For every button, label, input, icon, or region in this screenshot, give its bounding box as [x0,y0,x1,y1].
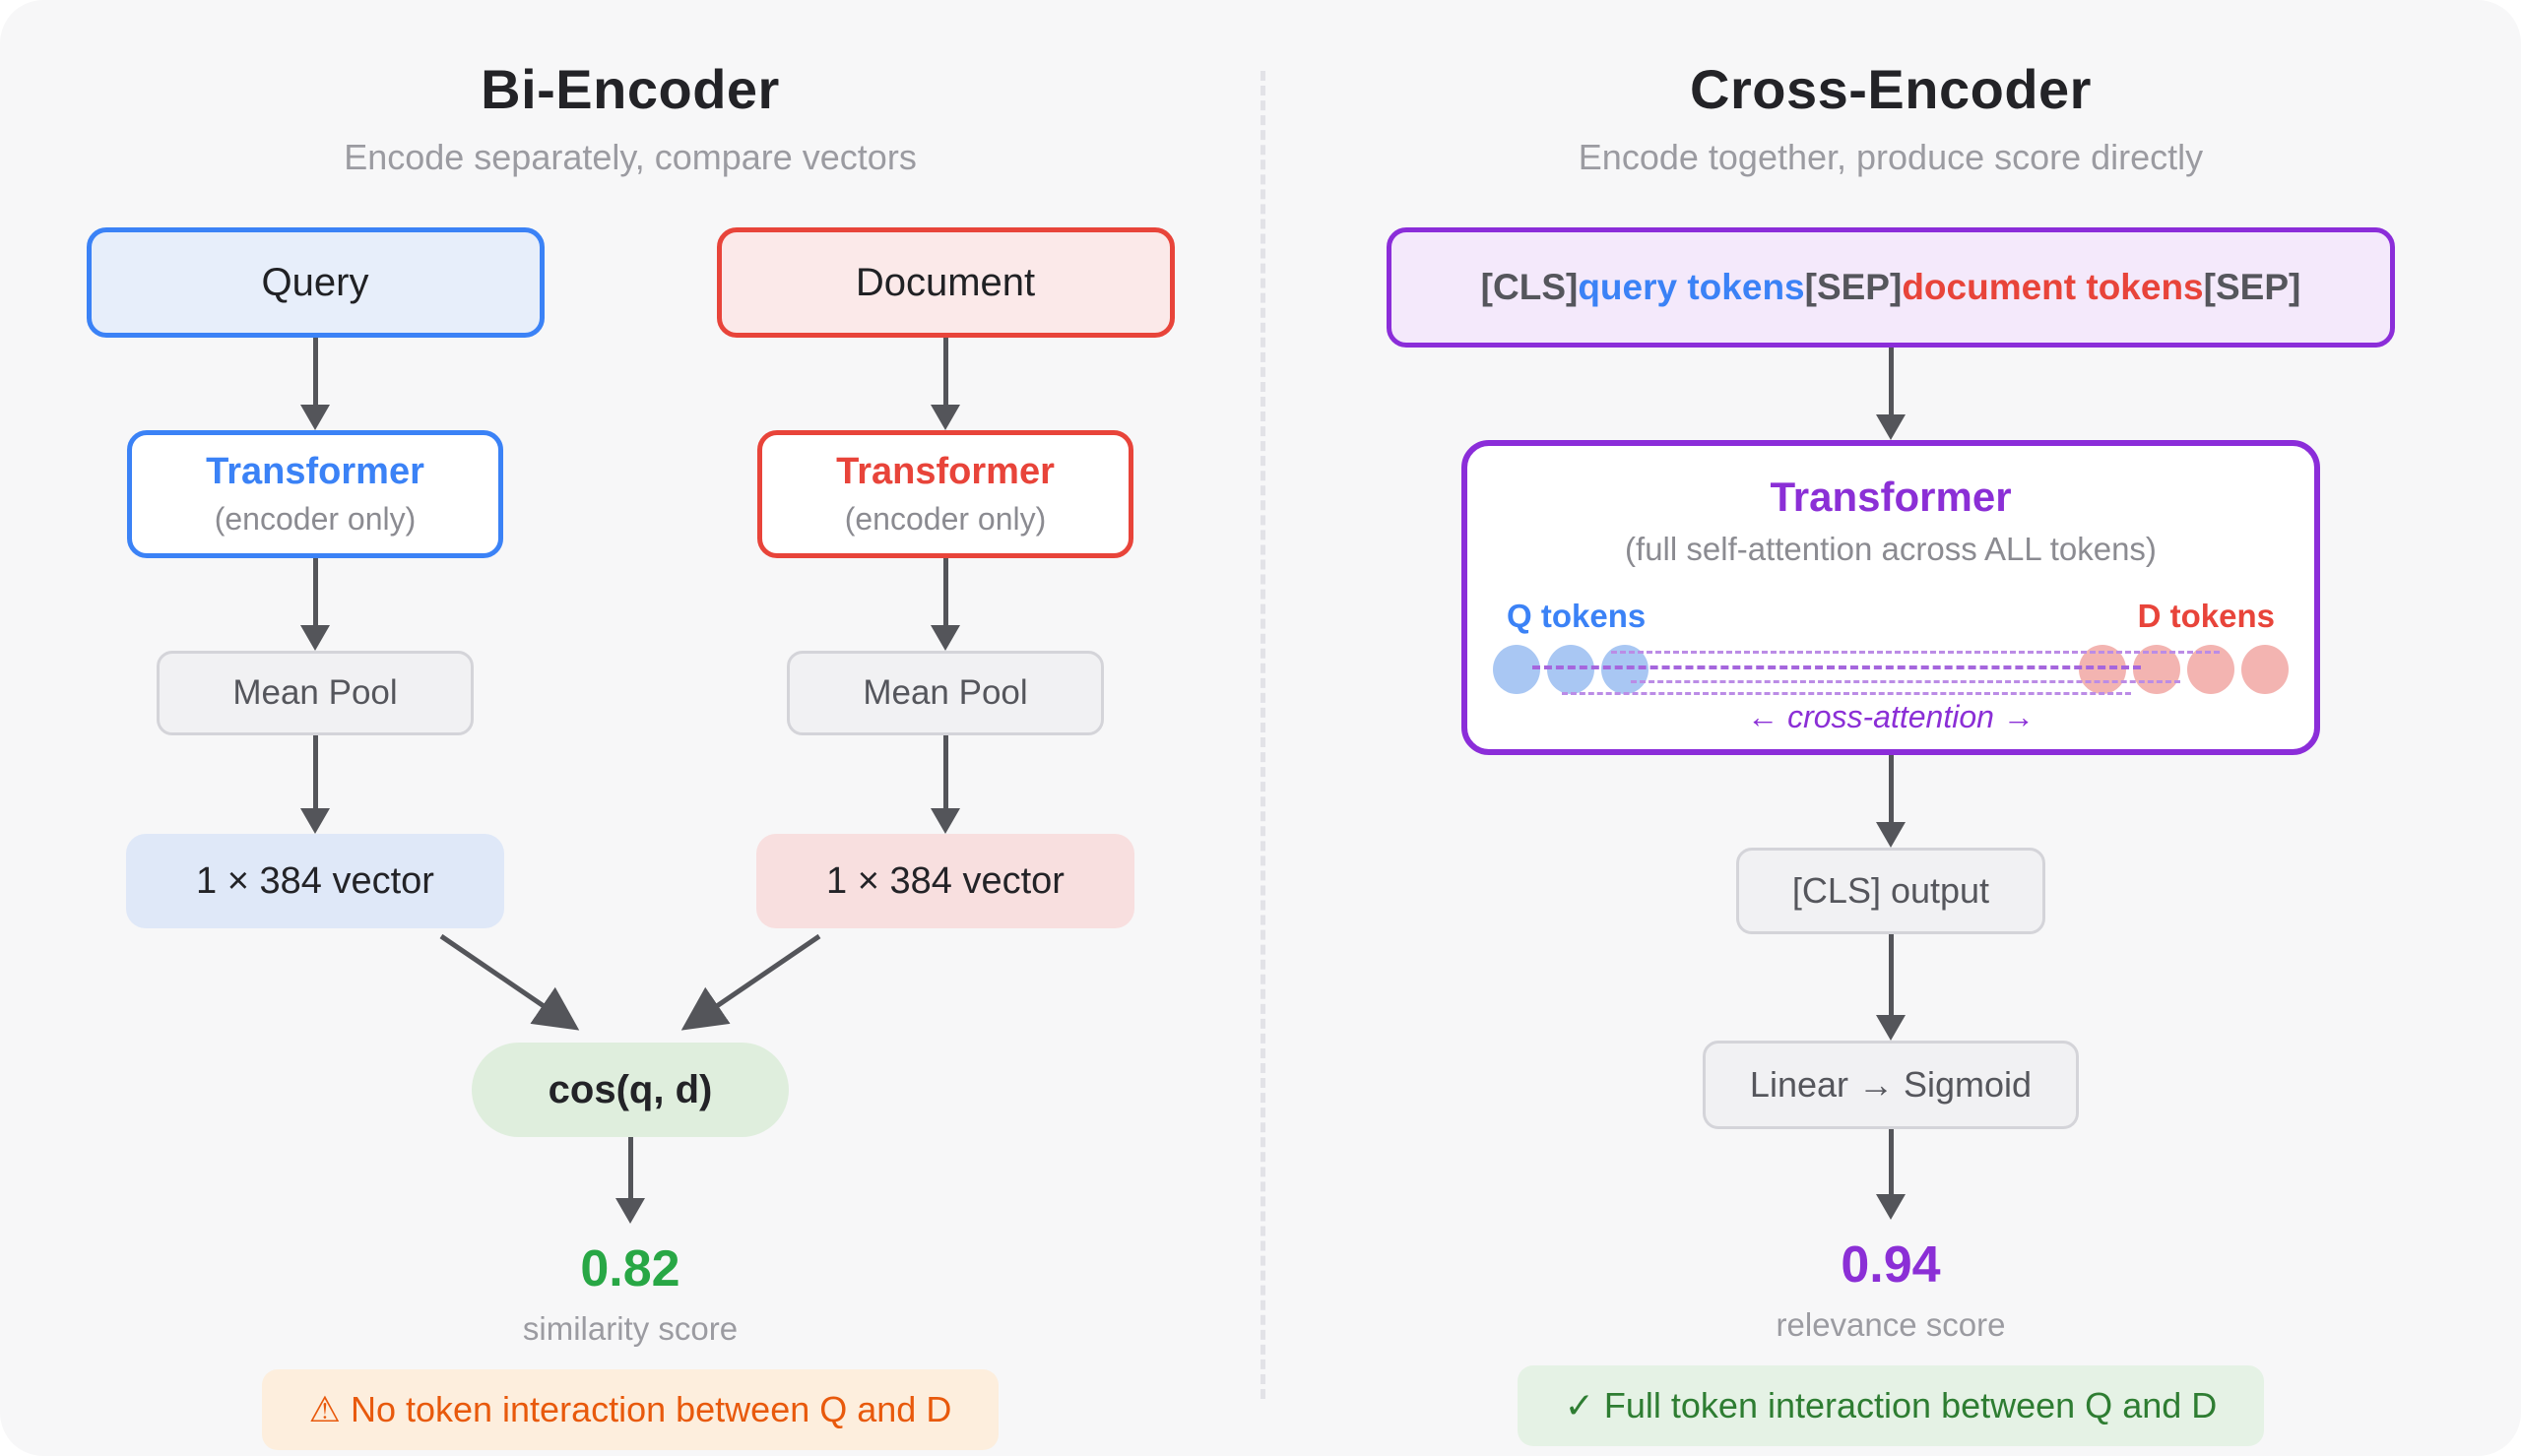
query-transformer-label: Transformer [206,451,424,492]
attention-dash-line [1611,651,2220,654]
document-vector-label: 1 × 384 vector [826,859,1065,902]
document-tokens-text: document tokens [1902,267,2204,307]
sep-token: [SEP] [2203,267,2301,307]
flow-arrow [300,735,330,834]
attention-dash-line [1631,680,2180,683]
cross-encoder-subtitle: Encode together, produce score directly [1578,137,2204,177]
cross-transformer-sub: (full self-attention across ALL tokens) [1625,531,2157,567]
attention-dash-line [1562,692,2131,695]
bi-encoder-branches: Query Transformer (encoder only) Mean Po… [0,227,1260,928]
linear-sigmoid-box: Linear → Sigmoid [1703,1041,2079,1129]
token-circle [2241,645,2289,694]
token-interaction-row: Q tokens D tokens ← cross-attention → [1467,598,2314,734]
document-label: Document [855,260,1036,304]
query-branch: Query Transformer (encoder only) Mean Po… [0,227,630,928]
query-transformer-sub: (encoder only) [214,501,417,537]
query-tokens-text: query tokens [1578,267,1805,307]
cross-transformer-label: Transformer [1770,474,2012,520]
bi-encoder-title: Bi-Encoder [481,58,780,120]
flow-arrow [300,338,330,430]
flow-arrow [931,338,960,430]
document-mean-pool-label: Mean Pool [863,673,1028,712]
cross-attention-label: ← cross-attention → [1747,699,2035,734]
document-box: Document [716,227,1175,338]
query-mean-pool-label: Mean Pool [232,673,398,712]
attention-dash-line [1532,665,2141,669]
cross-encoder-panel: Cross-Encoder Encode together, produce s… [1260,0,2521,1446]
q-tokens-label: Q tokens [1507,598,1647,634]
token-circles-zone: ← cross-attention → [1493,645,2289,734]
document-vector-box: 1 × 384 vector [756,834,1134,928]
panel-divider [1260,71,1265,1399]
query-transformer-box: Transformer (encoder only) [127,430,503,558]
cls-token: [CLS] [1480,267,1579,307]
query-box: Query [86,227,545,338]
flow-arrow [300,558,330,651]
flow-arrow [615,1137,645,1224]
token-circle [1547,645,1594,694]
converging-arrows [439,933,821,1031]
cls-output-box: [CLS] output [1736,848,2045,934]
flow-arrow [931,558,960,651]
document-transformer-box: Transformer (encoder only) [757,430,1133,558]
relevance-score-caption: relevance score [1776,1306,2006,1343]
query-label: Query [261,260,369,304]
cls-output-label: [CLS] output [1791,870,1990,911]
document-mean-pool-box: Mean Pool [787,651,1104,735]
query-mean-pool-box: Mean Pool [157,651,474,735]
concatenated-input-box: [CLS]query tokens[SEP]document tokens[SE… [1387,227,2395,348]
linear-sigmoid-label: Linear → Sigmoid [1749,1064,2033,1105]
document-transformer-label: Transformer [836,451,1055,492]
cross-encoder-note: ✓ Full token interaction between Q and D [1517,1365,2265,1446]
document-transformer-sub: (encoder only) [844,501,1047,537]
similarity-score-caption: similarity score [522,1310,739,1347]
query-vector-box: 1 × 384 vector [126,834,504,928]
bi-encoder-subtitle: Encode separately, compare vectors [344,137,917,177]
token-circle [1493,645,1540,694]
bi-encoder-note: ⚠ No token interaction between Q and D [261,1369,1000,1450]
d-tokens-label: D tokens [2137,598,2275,634]
cross-transformer-box: Transformer (full self-attention across … [1461,440,2320,755]
flow-arrow [1876,755,1906,848]
flow-arrow [1876,1129,1906,1220]
similarity-score-value: 0.82 [580,1240,680,1298]
document-branch: Document Transformer (encoder only) Mean… [630,227,1260,928]
flow-arrow [931,735,960,834]
bi-encoder-panel: Bi-Encoder Encode separately, compare ve… [0,0,1260,1450]
flow-arrow [1876,348,1906,440]
sep-token: [SEP] [1804,267,1903,307]
relevance-score-value: 0.94 [1841,1236,1941,1294]
cross-encoder-title: Cross-Encoder [1690,58,2092,120]
query-vector-label: 1 × 384 vector [196,859,434,902]
flow-arrow [1876,934,1906,1041]
cosine-pill: cos(q, d) [472,1043,789,1137]
